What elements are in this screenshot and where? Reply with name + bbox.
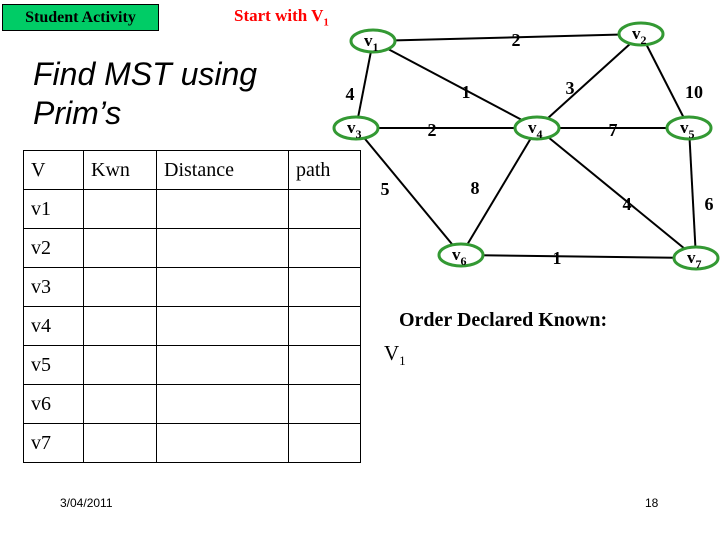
- edge-weight-v5-v7: 6: [705, 194, 714, 214]
- table-row: v4: [23, 306, 361, 346]
- start-subscript: 1: [323, 16, 329, 29]
- vertex-node-v3: [332, 115, 380, 141]
- start-instruction: Start with V1: [234, 6, 329, 28]
- edge-v1-v2: [372, 33, 642, 42]
- edge-v2-v5: [640, 33, 690, 129]
- edge-weight-v4-v7: 4: [623, 194, 632, 214]
- edge-weight-v6-v7: 1: [553, 248, 562, 268]
- cell-known: [83, 228, 157, 268]
- edge-v3-v6: [355, 127, 462, 256]
- order-item-base: V: [384, 341, 400, 365]
- cell-distance: [156, 267, 289, 307]
- edge-weight-v3-v6: 5: [381, 179, 390, 199]
- table-row: v5: [23, 345, 361, 385]
- edge-weight-v1-v4: 1: [462, 82, 471, 102]
- edge-v4-v7: [536, 127, 697, 259]
- order-item-subscript: 1: [399, 353, 406, 369]
- prim-table: V Kwn Distance path v1 v2 v3 v4 v5 v6 v7: [23, 150, 361, 463]
- edge-v6-v7: [460, 254, 697, 259]
- slide-heading: Find MST using Prim’s: [33, 55, 257, 133]
- start-text: Start with V: [234, 6, 324, 25]
- slide-date: 3/04/2011: [60, 496, 113, 510]
- cell-vertex: v4: [23, 306, 84, 346]
- edge-weight-v3-v4: 2: [428, 120, 437, 140]
- cell-distance: [156, 384, 289, 424]
- order-declared-known-title: Order Declared Known:: [399, 309, 608, 331]
- edge-weight-v1-v3: 4: [346, 84, 355, 104]
- cell-distance: [156, 345, 289, 385]
- edge-weight-v1-v2: 2: [512, 30, 521, 50]
- cell-path: [288, 423, 361, 463]
- edge-weight-v4-v6: 8: [471, 178, 480, 198]
- edge-weight-v2-v5: 10: [685, 82, 703, 102]
- cell-distance: [156, 423, 289, 463]
- cell-path: [288, 306, 361, 346]
- edge-v1-v3: [355, 40, 374, 129]
- edge-v4-v6: [460, 127, 538, 256]
- heading-line-2: Prim’s: [33, 95, 122, 131]
- col-header-path: path: [288, 150, 361, 190]
- cell-vertex: v2: [23, 228, 84, 268]
- order-item: V1: [384, 341, 406, 369]
- cell-path: [288, 345, 361, 385]
- edge-weight-v4-v5: 7: [609, 120, 618, 140]
- table-row: v3: [23, 267, 361, 307]
- table-row: v7: [23, 423, 361, 463]
- vertex-node-v7: [672, 245, 720, 271]
- student-activity-badge: Student Activity: [2, 4, 159, 31]
- vertex-node-v1: [349, 28, 397, 54]
- edge-v2-v4: [536, 33, 642, 129]
- cell-known: [83, 306, 157, 346]
- vertex-node-v5: [665, 115, 713, 141]
- cell-path: [288, 267, 361, 307]
- cell-known: [83, 345, 157, 385]
- cell-known: [83, 384, 157, 424]
- edge-weight-v2-v4: 3: [566, 78, 575, 98]
- cell-known: [83, 423, 157, 463]
- vertex-node-v4: [513, 115, 561, 141]
- slide-number: 18: [645, 496, 659, 510]
- order-declared-known-list: V1: [384, 341, 406, 369]
- col-header-kwn: Kwn: [83, 150, 157, 190]
- col-header-distance: Distance: [156, 150, 289, 190]
- edge-v5-v7: [688, 127, 697, 259]
- heading-line-1: Find MST using: [33, 56, 258, 92]
- vertex-node-v6: [437, 242, 485, 268]
- vertex-node-v2: [617, 21, 665, 47]
- edge-v1-v4: [372, 40, 538, 129]
- cell-vertex: v5: [23, 345, 84, 385]
- table-header-row: V Kwn Distance path: [23, 150, 361, 190]
